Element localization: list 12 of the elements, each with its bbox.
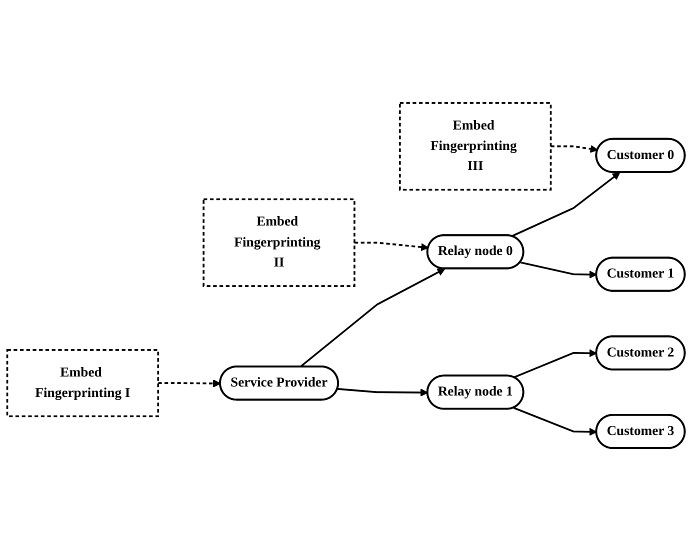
arrow (511, 172, 620, 238)
arrow (550, 144, 598, 153)
node-box: Embed Fingerprinting II (202, 198, 356, 287)
arrow (520, 262, 598, 279)
node-box: Embed Fingerprinting III (398, 102, 552, 191)
arrow (354, 242, 429, 252)
arrow (338, 388, 428, 397)
arrow (513, 407, 598, 436)
arrow (513, 349, 598, 378)
node-box: Embed Fingerprinting I (6, 349, 160, 418)
arrow (158, 379, 221, 388)
arrow (300, 268, 446, 368)
